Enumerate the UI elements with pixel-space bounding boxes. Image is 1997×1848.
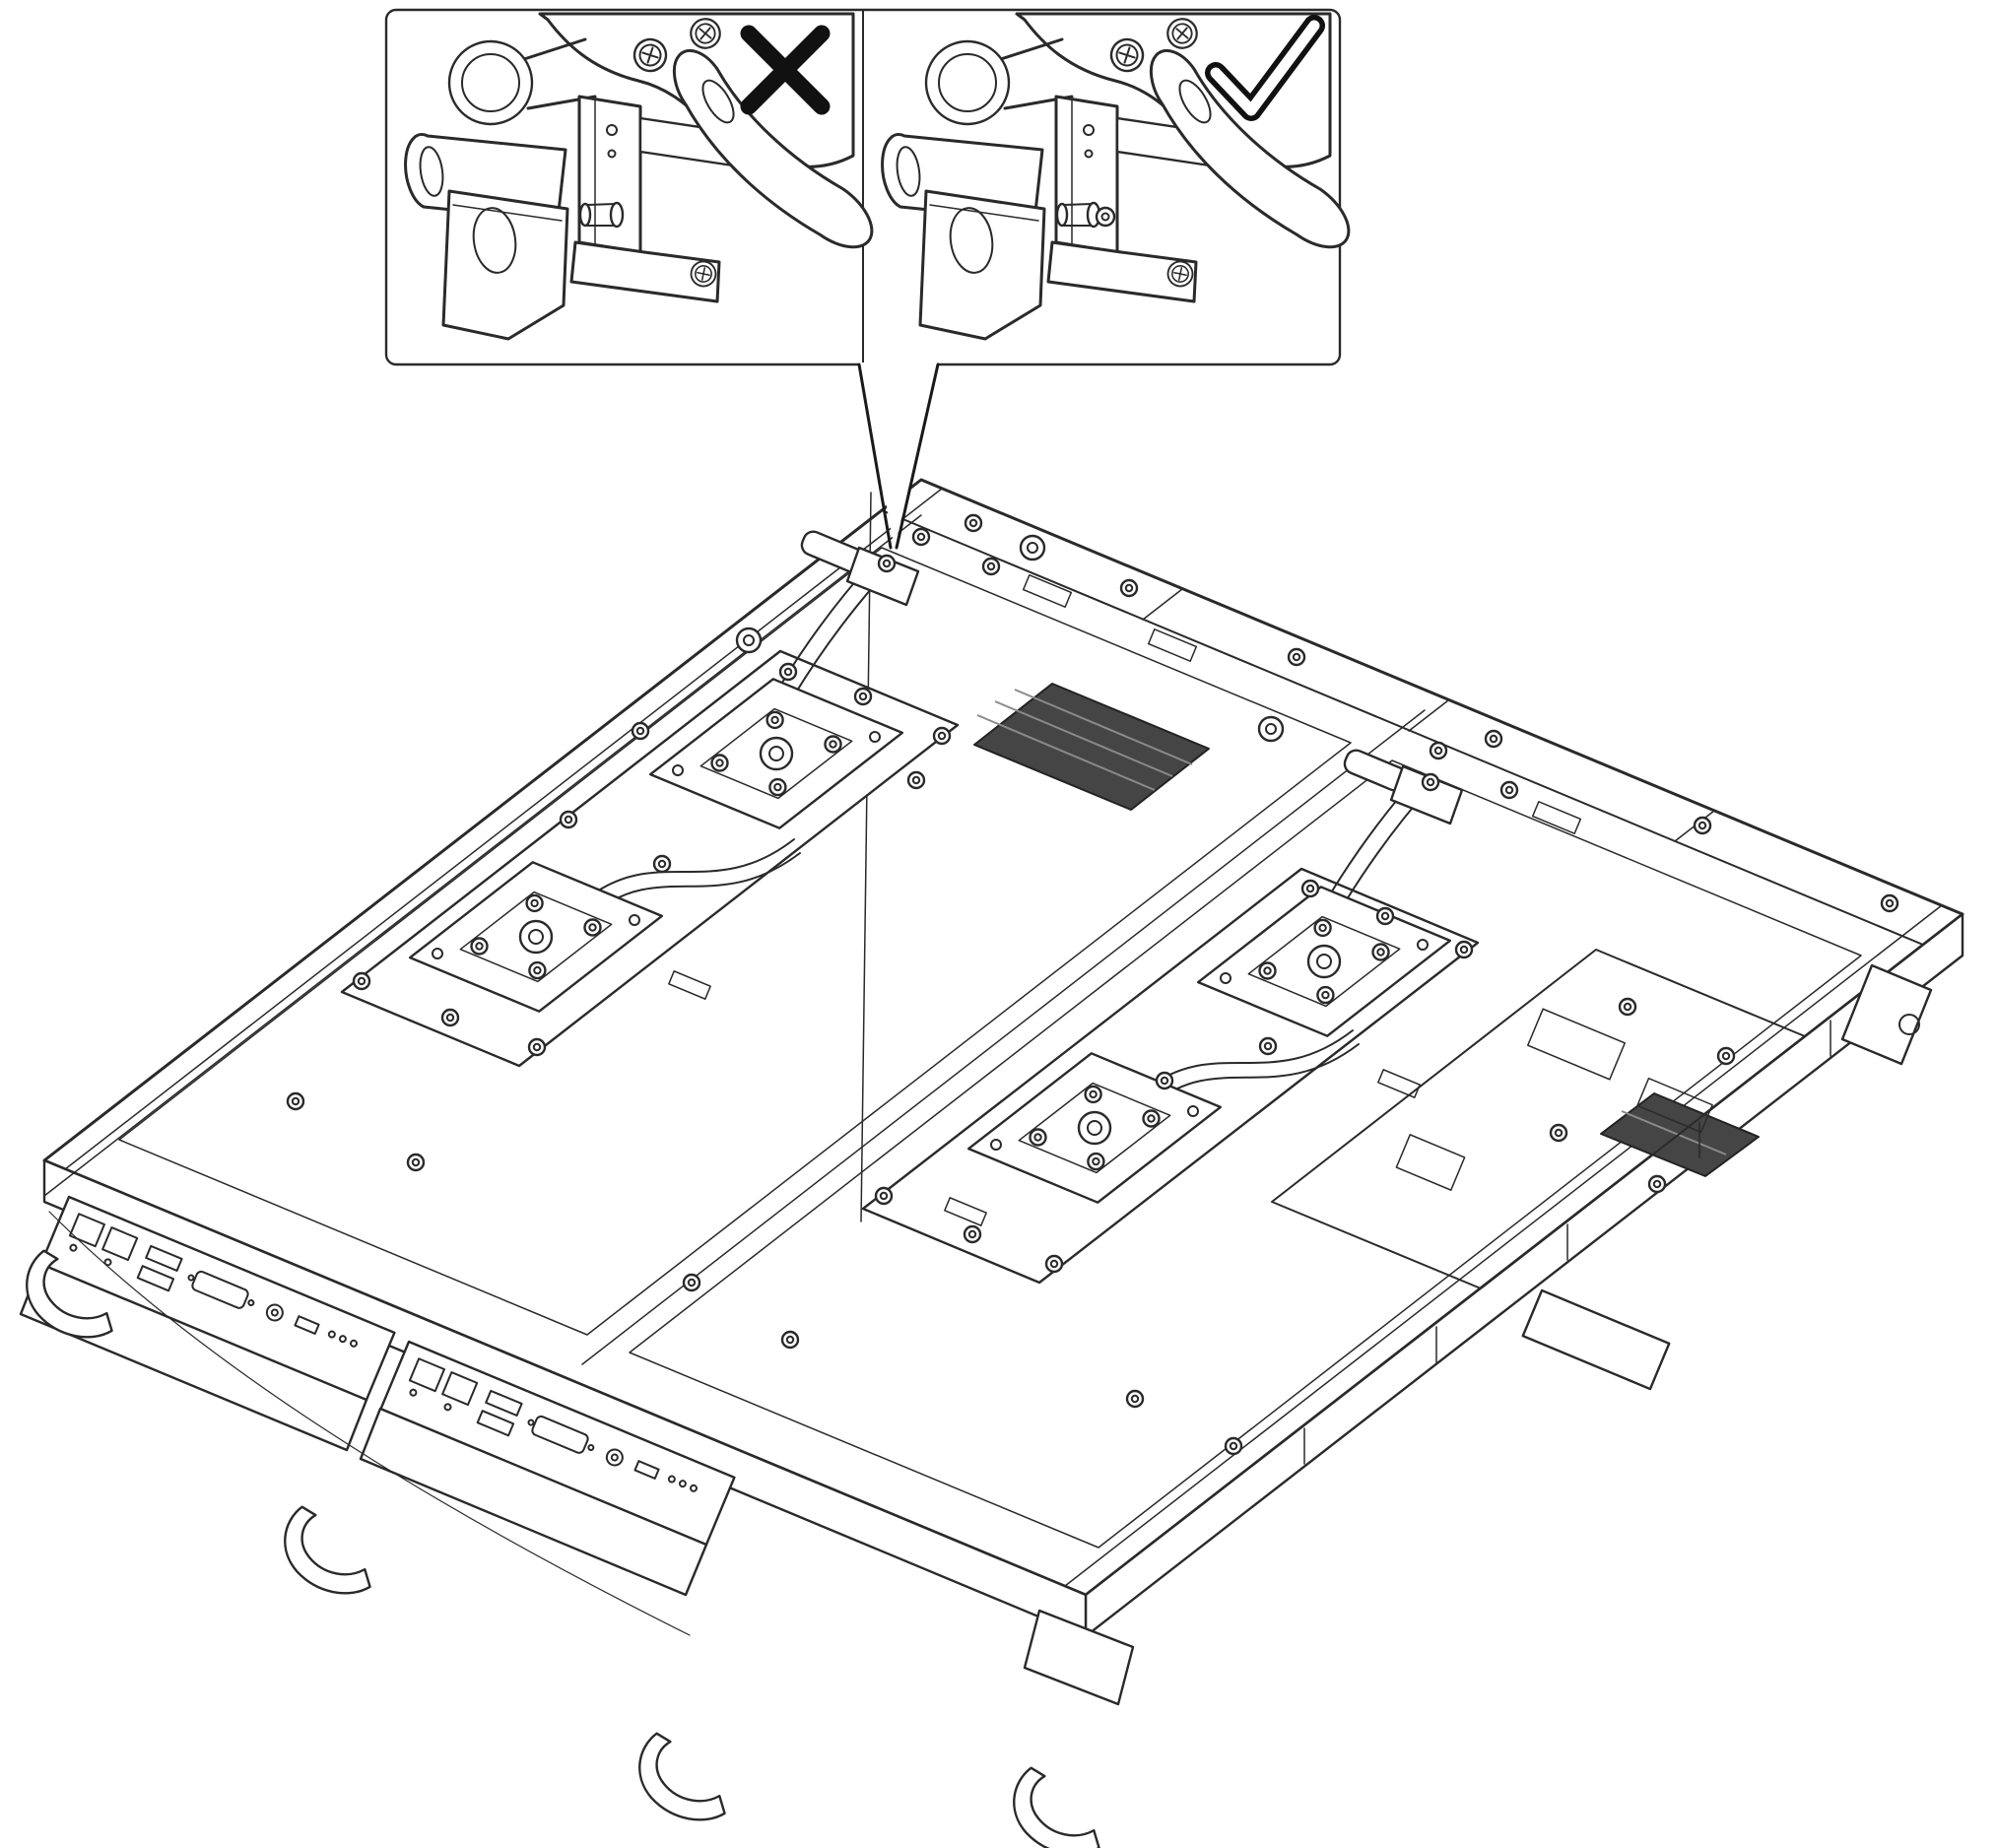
ethernet-port-icon (101, 1226, 139, 1262)
front-io-panel-1 (39, 1195, 396, 1402)
vga-port-icon (191, 1270, 249, 1309)
usb-port-icon (145, 1244, 183, 1272)
correct-panel (883, 13, 1349, 339)
ethernet-port-icon (441, 1371, 479, 1407)
correct-check-icon (1205, 15, 1325, 121)
incorrect-panel (406, 13, 872, 339)
usb-port-icon (136, 1265, 175, 1292)
ethernet-port-icon (408, 1357, 445, 1393)
front-apron-1 (19, 1262, 368, 1452)
right-front-bracket (1521, 1288, 1671, 1391)
server-tray (10, 478, 1964, 1848)
front-io-panel-2 (379, 1340, 736, 1547)
incorrect-x-icon (740, 25, 831, 115)
usb-port-icon (476, 1410, 515, 1437)
midplane-connector-block (973, 683, 1210, 811)
callout-box (384, 8, 1349, 550)
vga-port-icon (531, 1415, 589, 1454)
seated-guide-pin (1095, 206, 1116, 228)
power-button-icon (265, 1303, 284, 1322)
release-handle-4 (997, 1764, 1119, 1848)
board-labels (668, 574, 1582, 1226)
power-button-icon (605, 1448, 624, 1467)
ethernet-port-icon (68, 1213, 105, 1248)
node-divider-line (581, 709, 1426, 1365)
quick-connect-bracket-left (800, 530, 920, 607)
callout-pointer (857, 363, 940, 550)
front-apron-2 (359, 1407, 708, 1597)
release-handle-2 (268, 1503, 390, 1608)
front-corner-bracket (1023, 1609, 1135, 1706)
left-node-board (118, 547, 1352, 1336)
usb-port-icon (485, 1389, 523, 1417)
release-handle-3 (623, 1730, 745, 1834)
right-node-board (629, 759, 1862, 1549)
quick-connect-bracket-right (1343, 749, 1464, 825)
right-power-module (1271, 949, 1933, 1289)
